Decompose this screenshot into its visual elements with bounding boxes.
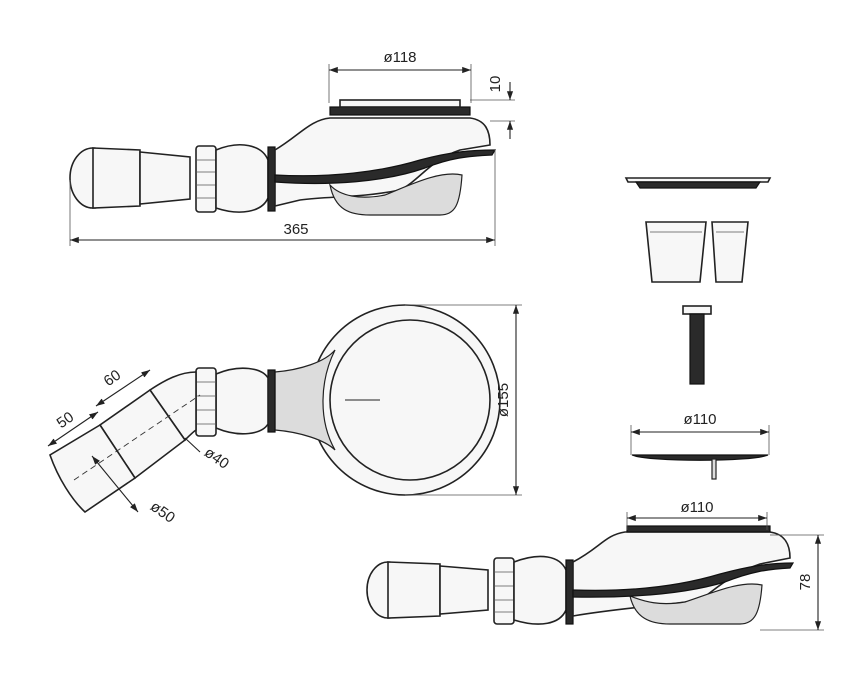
dim-plan-inner: ø40 [184,437,232,473]
label-low-diameter: ø110 [680,499,713,516]
dim-plan-arm: 60 [95,367,151,407]
dim-top-height: 10 [470,76,515,139]
cover-part: ø110 [630,411,770,480]
label-plan-pipe: 50 [54,409,77,432]
plan-view-drain [49,304,501,514]
dim-low-diameter: ø110 [626,499,768,530]
label-plan-diameter: ø155 [495,383,512,417]
label-plan-arm: 60 [101,367,124,390]
label-cover-diameter: ø110 [683,411,716,428]
plan-inner-ring [329,319,491,481]
dim-top-length: 365 [69,150,496,246]
label-top-height: 10 [487,76,504,93]
grate-top [329,106,471,116]
coupling-nut [195,145,217,213]
dim-top-diameter: ø118 [328,49,472,103]
plan-neck [274,349,336,451]
dim-plan-pipe: 50 [47,409,99,447]
pipe-reducer [139,151,191,205]
label-plan-outer: ø50 [147,498,178,527]
label-plan-inner: ø40 [201,444,232,473]
label-low-height: 78 [797,574,814,591]
side-view-drain [69,99,497,216]
dim-plan-diameter: ø155 [405,304,522,496]
label-top-diameter: ø118 [383,49,416,66]
dim-low-height: 78 [760,534,824,631]
seal-ring [267,146,276,212]
screw-part [682,305,712,385]
trap-insert-part [645,221,749,283]
pipe-body [92,147,141,209]
low-profile-drain [366,525,795,625]
bulb-joint [215,144,269,213]
grate-part [624,177,772,189]
label-top-length: 365 [283,221,308,238]
trap-bowl [328,173,463,216]
